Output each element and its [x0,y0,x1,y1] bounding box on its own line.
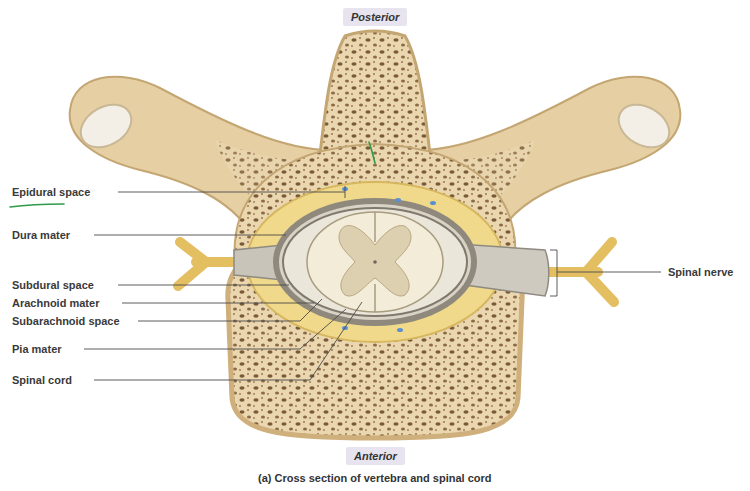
orientation-text: Posterior [351,10,399,24]
spinal-cord [307,212,443,312]
part-label: Pia mater [12,342,62,356]
right-nerve-branch [586,272,614,302]
leader-line [122,303,314,304]
right-nerve-branch [586,242,612,272]
leader-bracket [550,250,661,296]
leader-line [118,186,345,198]
pen-underline [10,204,64,207]
part-label: Spinal cord [12,373,72,387]
vessel [397,328,403,332]
figure-caption: (a) Cross section of vertebra and spinal… [258,471,492,485]
pen-tick [369,142,375,163]
dura-mater [273,198,477,326]
leader-lines [84,186,661,380]
part-label: Epidural space [12,185,90,199]
part-label: Arachnoid mater [12,296,99,310]
leader-line [94,302,362,380]
vessel [395,198,401,202]
orientation-box: Posterior [343,8,407,26]
part-label: Subarachnoid space [12,314,120,328]
pen-annotation [10,142,375,207]
leader-line [94,235,286,236]
part-label: Spinal nerve [668,265,733,279]
orientation-box: Anterior [346,447,405,465]
part-label: Subdural space [12,278,94,292]
vessel [430,201,436,205]
orientation-text: Anterior [354,449,397,463]
arachnoid-mater [283,208,467,316]
left-nerve-branch [178,262,206,286]
central-canal [373,260,377,264]
leader-line [138,299,322,321]
leader-line [84,309,346,349]
part-label: Dura mater [12,228,70,242]
epidural-fat [247,182,503,342]
leader-line [118,285,289,286]
